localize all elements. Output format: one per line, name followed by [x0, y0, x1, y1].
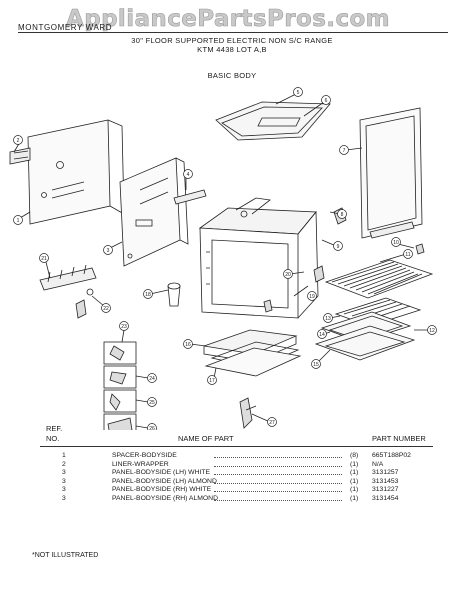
callout-number: 5 [297, 90, 300, 96]
callout-markers [13, 87, 437, 430]
dotted-leader [214, 474, 342, 476]
table-row: 2 LINER-WRAPPER (1) N/A [0, 461, 464, 470]
cylinder-part [167, 282, 181, 307]
callout-number: 20 [285, 272, 291, 278]
table-header-rule [40, 446, 433, 447]
section-title: BASIC BODY [207, 71, 257, 80]
row-ref: 1 [62, 452, 66, 459]
watermark-text: AppliancePartsPros.com [66, 6, 391, 33]
table-row: 3 PANEL-BODYSIDE (LH) WHITE (1) 3131257 [0, 469, 464, 478]
small-bracket-left [9, 147, 31, 165]
ref-number-header: REF. NO. [46, 424, 62, 444]
dotted-leader [214, 482, 342, 484]
top-cover-panel [215, 101, 331, 141]
callout-number: 19 [309, 294, 315, 300]
row-qty: (1) [350, 477, 359, 485]
row-part-name: SPACER-BODYSIDE [112, 452, 177, 459]
row-part-number: 3131454 [372, 494, 399, 502]
row-ref: 2 [62, 460, 66, 468]
model-title: 30" FLOOR SUPPORTED ELECTRIC NON S/C RAN… [131, 36, 333, 45]
row-part-name: PANEL-BODYSIDE (RH) ALMOND [112, 494, 218, 502]
table-row: 3 PANEL-BODYSIDE (RH) ALMOND (1) 3131454 [0, 495, 464, 504]
dotted-leader [214, 491, 342, 493]
table-row: 3 PANEL-BODYSIDE (RH) WHITE (1) 3131227 [0, 486, 464, 495]
callout-number: 15 [313, 362, 319, 368]
callout-number: 6 [325, 98, 328, 104]
left-body-panel [27, 119, 125, 225]
header-rule [18, 32, 448, 33]
parts-list: 1 SPACER-BODYSIDE (8) 665T188P02 2 LINER… [0, 452, 464, 504]
row-part-name: PANEL-BODYSIDE (RH) WHITE [112, 486, 212, 494]
broiler-pan [314, 311, 416, 361]
hinge-hardware-group [39, 264, 97, 319]
oven-door-panel [359, 107, 423, 239]
callout-number: 25 [149, 400, 155, 406]
table-row: 1 SPACER-BODYSIDE (8) 665T188P02 [0, 452, 464, 461]
dotted-leader [214, 457, 342, 458]
callout-number: 7 [343, 148, 346, 154]
row-part-number: 3131227 [372, 486, 399, 494]
row-qty: (1) [350, 486, 359, 494]
dotted-leader [214, 499, 342, 501]
row-qty: (1) [350, 460, 359, 468]
exploded-parts-diagram: 1234567891011121314151617181920212223242… [9, 87, 437, 430]
oven-body [198, 197, 319, 319]
leveling-leg [239, 397, 257, 429]
dotted-leader [214, 465, 342, 467]
row-part-name: LINER-WRAPPER [112, 460, 169, 468]
row-ref: 3 [62, 494, 66, 502]
row-part-name: PANEL-BODYSIDE (LH) WHITE [112, 469, 211, 477]
row-ref: 3 [62, 486, 66, 494]
ref-header-line1: REF. [46, 424, 63, 433]
row-qty: (1) [350, 469, 359, 477]
ref-header-line2: NO. [46, 434, 60, 443]
row-part-number: 3131453 [372, 477, 399, 485]
oven-rack [324, 259, 434, 299]
row-part-number: 665T188P02 [372, 452, 411, 459]
callout-number: 9 [337, 244, 340, 250]
row-part-number: 3131257 [372, 469, 399, 477]
callout-number: 11 [405, 252, 410, 258]
callout-number: 3 [107, 248, 110, 254]
table-row: 3 PANEL-BODYSIDE (LH) ALMOND (1) 3131453 [0, 478, 464, 487]
small-parts-column [103, 341, 137, 430]
middle-side-panel [119, 157, 189, 267]
row-ref: 3 [62, 477, 66, 485]
brand-name: MONTGOMERY WARD [18, 23, 113, 32]
callout-number: 22 [103, 306, 109, 312]
callout-number: 24 [149, 376, 155, 382]
callout-number: 10 [393, 240, 399, 246]
callout-number: 14 [319, 332, 325, 338]
callout-number: 2 [17, 138, 20, 144]
callout-number: 13 [325, 316, 331, 322]
callout-number: 17 [209, 378, 215, 384]
callout-number: 23 [121, 324, 127, 330]
callout-number: 4 [187, 172, 190, 178]
row-ref: 3 [62, 469, 66, 477]
row-part-number: N/A [372, 460, 384, 468]
row-qty: (1) [350, 494, 359, 502]
storage-drawer [203, 329, 302, 377]
footnote: *NOT ILLUSTRATED [32, 552, 99, 559]
callout-number: 8 [341, 212, 344, 218]
callout-number: 21 [41, 256, 47, 262]
part-name-header: NAME OF PART [178, 434, 234, 443]
callout-number: 18 [145, 292, 151, 298]
part-number-header: PART NUMBER [372, 434, 426, 443]
callout-number: 1 [17, 218, 20, 224]
callout-number: 27 [269, 420, 275, 426]
callout-number: 12 [429, 328, 435, 334]
callout-number: 16 [185, 342, 191, 348]
row-part-name: PANEL-BODYSIDE (LH) ALMOND [112, 477, 217, 485]
row-qty: (8) [350, 452, 359, 459]
model-number: KTM 4438 LOT A,B [197, 45, 267, 54]
callout-number: 26 [149, 426, 155, 430]
spacer-strip [173, 189, 207, 205]
small-spacer [263, 265, 325, 313]
